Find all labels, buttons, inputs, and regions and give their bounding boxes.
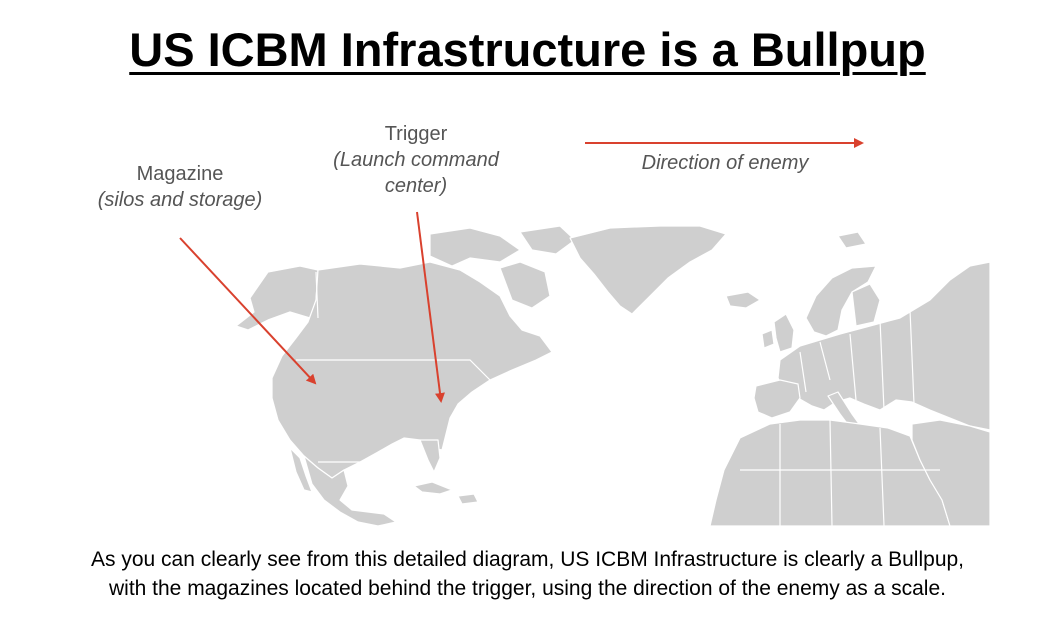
baja-california-shape xyxy=(289,447,313,493)
magazine-label-main: Magazine xyxy=(136,163,224,185)
magazine-label: Magazine (silos and storage) xyxy=(80,161,280,213)
mexico-shape xyxy=(303,455,397,527)
trigger-label-main: Trigger xyxy=(384,123,448,145)
caption: As you can clearly see from this detaile… xyxy=(0,545,1055,603)
middle-east-shape xyxy=(911,419,991,527)
magazine-arrow xyxy=(179,237,317,385)
us-mexico-border xyxy=(318,461,381,471)
hispaniola-shape xyxy=(457,493,479,505)
magazine-label-sub: (silos and storage) xyxy=(97,189,263,211)
iberia-shape xyxy=(753,379,801,419)
alaska-border xyxy=(315,271,319,319)
greenland-shape xyxy=(569,225,727,315)
europe-borders xyxy=(799,309,915,411)
us-canada-border xyxy=(296,359,491,381)
arctic-islands-shape xyxy=(429,227,521,267)
page-title: US ICBM Infrastructure is a Bullpup xyxy=(129,23,926,76)
florida-shape xyxy=(419,439,441,473)
finland-shape xyxy=(851,283,881,327)
iceland-shape xyxy=(725,291,761,309)
direction-label: Direction of enemy xyxy=(641,152,809,174)
trigger-arrow xyxy=(416,211,445,403)
scandinavia-shape xyxy=(805,265,877,337)
europe-shape xyxy=(777,261,991,431)
caption-line-2: with the magazines located behind the tr… xyxy=(108,577,946,600)
svalbard-shape xyxy=(837,231,867,249)
ellesmere-island-shape xyxy=(519,225,576,255)
cuba-shape xyxy=(413,481,453,495)
ireland-shape xyxy=(761,329,775,349)
africa-borders xyxy=(740,419,940,527)
caption-line-1: As you can clearly see from this detaile… xyxy=(90,548,965,571)
britain-shape xyxy=(773,313,795,353)
trigger-label-sub-line2: center) xyxy=(384,175,448,197)
baffin-island-shape xyxy=(499,261,551,309)
trigger-label-sub-line1: (Launch command xyxy=(333,149,499,171)
trigger-label: Trigger (Launch command center) xyxy=(316,121,516,199)
